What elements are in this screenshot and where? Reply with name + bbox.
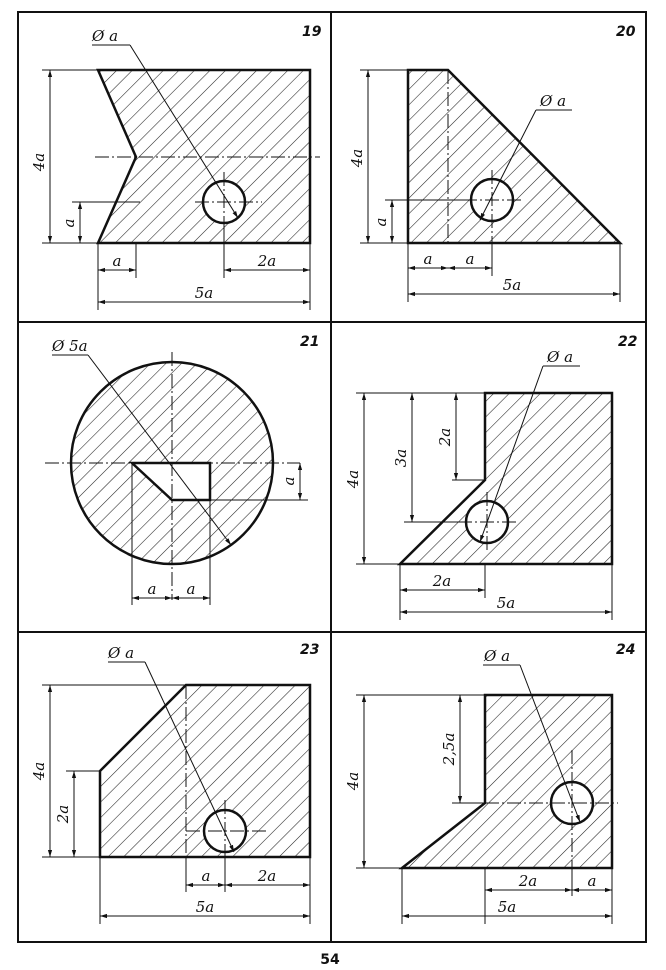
figure-number-19: 19: [302, 24, 322, 40]
diameter-label-22: Ø a: [546, 348, 573, 366]
dim-19-width: 5a: [195, 284, 214, 302]
figure-24: 24 Ø a 4a 2,5a 2a a 5a: [344, 642, 635, 924]
dim-21-left: a: [148, 580, 157, 598]
dim-22-chamfer-width: 2a: [432, 572, 452, 590]
diameter-label-23: Ø a: [107, 644, 134, 662]
dim-22-height: 4a: [344, 470, 362, 490]
figure-20: 20 Ø a 4a a a a 5a: [348, 24, 636, 302]
figure-19: 19 Ø a 4a a a 2a 5a: [30, 24, 322, 310]
dim-22-hole-depth: 3a: [392, 449, 410, 468]
dim-23-chamfer-height: 2a: [54, 805, 72, 825]
dim-20-hole-offset: a: [466, 250, 475, 268]
part-20-section: [406, 68, 624, 245]
figure-22: 22 Ø a 4a 3a 2a 2a 5a: [344, 334, 637, 620]
dim-23-width: 5a: [196, 898, 215, 916]
part-22-section: [396, 391, 614, 566]
dim-23-hole-offset: a: [202, 867, 211, 885]
figure-21: 21 Ø 5a a a a: [45, 334, 319, 605]
dim-19-left-offset: a: [113, 252, 122, 270]
dim-24-width: 5a: [498, 898, 517, 916]
diameter-label-19: Ø a: [91, 27, 118, 45]
dim-21-depth: a: [280, 477, 298, 486]
frame-grid: [17, 11, 647, 943]
figure-number-21: 21: [300, 334, 319, 350]
part-23-section: [98, 683, 312, 859]
figure-number-24: 24: [616, 642, 635, 658]
figure-number-23: 23: [300, 642, 319, 658]
figure-number-20: 20: [616, 24, 636, 40]
part-24-section: [398, 693, 614, 870]
diameter-label-20: Ø a: [539, 92, 566, 110]
dim-20-width: 5a: [503, 276, 522, 294]
dim-24-height: 4a: [344, 772, 362, 792]
figure-23: 23 Ø a 4a 2a a 2a 5a: [30, 642, 319, 924]
dim-22-slot-depth: 2a: [436, 428, 454, 448]
dim-24-right-offset: a: [588, 872, 597, 890]
dim-24-hole-offset: 2a: [518, 872, 538, 890]
dim-19-hole-level: a: [60, 219, 78, 228]
dim-22-width: 5a: [497, 594, 516, 612]
dim-20-left-offset: a: [424, 250, 433, 268]
dim-19-right-offset: 2a: [257, 252, 277, 270]
part-19-section: [96, 68, 312, 245]
dim-23-height: 4a: [30, 762, 48, 782]
dim-19-height: 4a: [30, 153, 48, 173]
dim-20-hole-level: a: [372, 218, 390, 227]
diameter-label-24: Ø a: [483, 647, 510, 665]
page-number: 54: [320, 952, 340, 968]
figure-number-22: 22: [618, 334, 637, 350]
dim-23-right-offset: 2a: [257, 867, 277, 885]
dim-24-hole-depth: 2,5a: [440, 733, 458, 767]
dim-20-height: 4a: [348, 149, 366, 169]
dim-21-right: a: [187, 580, 196, 598]
diameter-label-21: Ø 5a: [51, 337, 88, 355]
